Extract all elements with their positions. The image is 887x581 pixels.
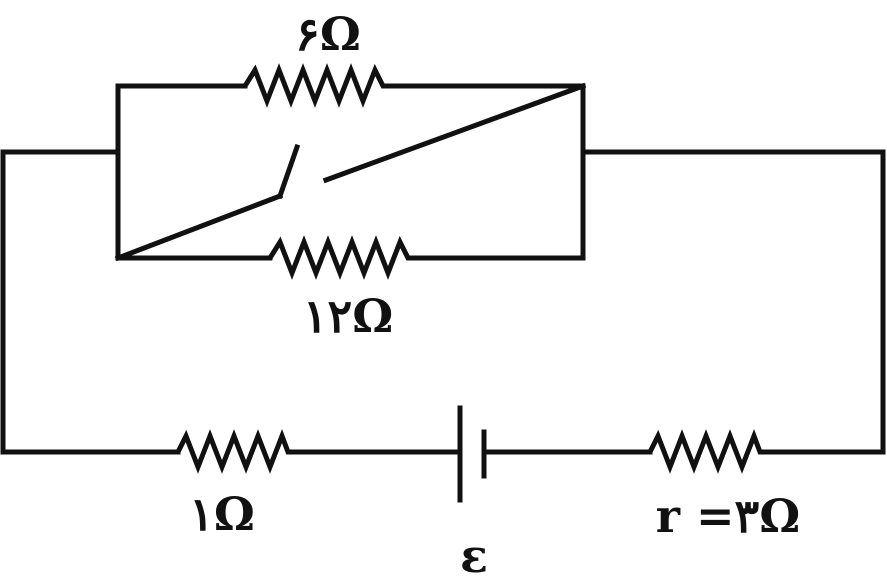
resistor-12-ohm xyxy=(267,235,415,280)
label-6-ohm: ۶Ω xyxy=(295,7,361,61)
resistor-1-ohm xyxy=(175,428,292,474)
label-emf: ε xyxy=(460,529,488,581)
resistor-6-ohm xyxy=(242,63,390,108)
switch-lower-lead xyxy=(114,192,284,262)
resistor-internal-r xyxy=(647,428,765,474)
label-1-ohm: ۱Ω xyxy=(189,487,255,541)
top-branch-wire-right xyxy=(387,83,586,261)
label-12-ohm: ۱۲Ω xyxy=(303,289,393,343)
outer-wire-left xyxy=(0,149,181,455)
top-branch-wire-left xyxy=(115,83,248,261)
outer-wire-right xyxy=(580,149,886,455)
switch-upper-lead xyxy=(322,82,587,184)
label-internal-resistance: r =۳Ω xyxy=(656,489,800,543)
switch-blade xyxy=(276,143,301,200)
